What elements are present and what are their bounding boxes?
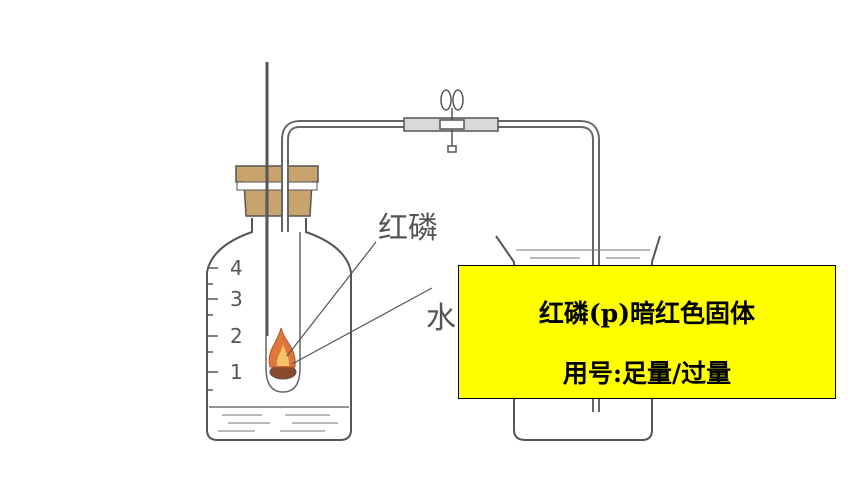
- annotation-line-2: 用号:足量/过量: [562, 359, 732, 388]
- leader-line-water: [291, 287, 433, 365]
- spring-clamp: [439, 89, 465, 153]
- beaker: [495, 235, 661, 441]
- scale-mark-4: 4: [230, 256, 243, 280]
- scale-mark-3: 3: [230, 287, 243, 311]
- stopper-band: [236, 181, 318, 191]
- inner-tube: [265, 200, 301, 393]
- leader-line-phosphorus: [286, 241, 377, 357]
- gas-bottle: [206, 218, 352, 441]
- bottle-scale: [207, 267, 218, 391]
- label-water: 水: [426, 301, 456, 336]
- scale-mark-1: 1: [230, 360, 243, 384]
- beaker-water: [516, 249, 650, 259]
- annotation-box: 红磷(p)暗红色固体 用号:足量/过量: [458, 265, 836, 399]
- bottle-water: [209, 406, 349, 432]
- rubber-stopper: [235, 165, 319, 217]
- scale-mark-2: 2: [230, 324, 243, 348]
- annotation-line-1: 红磷(p)暗红色固体: [538, 299, 756, 328]
- label-red-phosphorus: 红磷: [378, 211, 438, 246]
- flame: [268, 327, 296, 368]
